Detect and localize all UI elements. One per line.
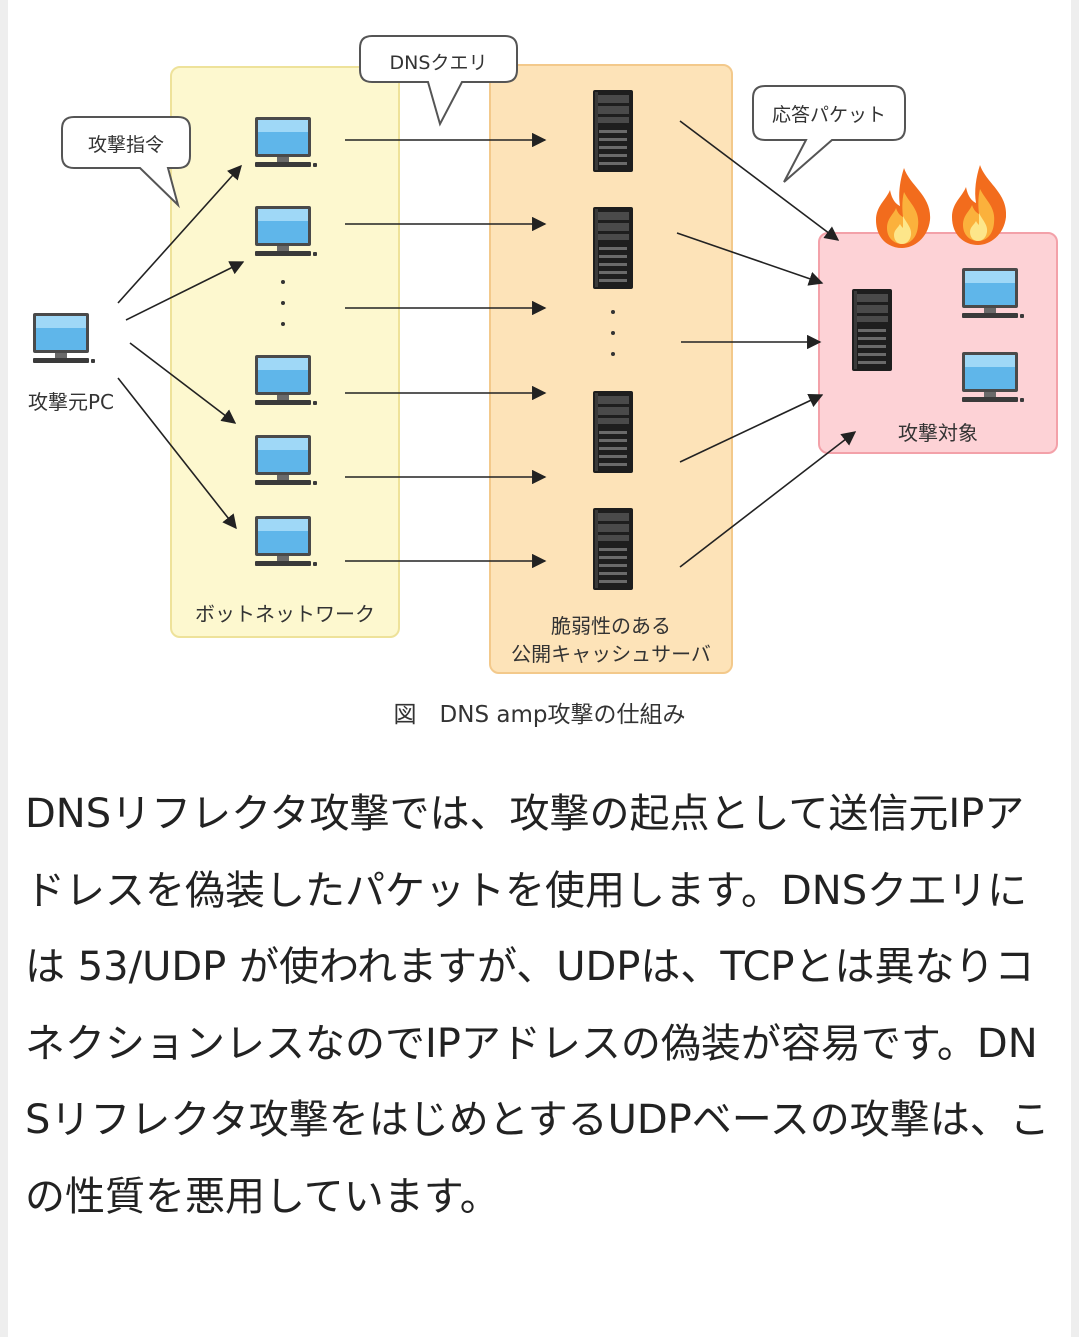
bot-pc-icon-3 — [255, 355, 317, 405]
bot-pc-icon-4 — [255, 435, 317, 485]
target-server-icon — [852, 289, 892, 371]
cache-server-icon-3 — [593, 391, 633, 473]
cache-server-label-line1: 脆弱性のある — [551, 614, 671, 638]
attacker-pc-icon — [33, 313, 95, 363]
attack-command-callout — [61, 116, 191, 209]
target-label: 攻撃対象 — [898, 421, 978, 445]
bot-pc-icon-5 — [255, 516, 317, 566]
response-arrows — [676, 120, 857, 568]
query-arrows — [345, 132, 547, 569]
dns-query-callout — [359, 35, 518, 127]
bot-pc-icon-2 — [255, 206, 317, 256]
cache-server-icon-4 — [593, 508, 633, 590]
cache-server-icon-1 — [593, 90, 633, 172]
article-paragraph: DNSリフレクタ攻撃では、攻撃の起点として送信元IPアドレスを偽装したパケットを… — [25, 791, 1050, 1220]
response-packet-callout — [752, 85, 906, 183]
cache-server-label-line2: 公開キャッシュサーバ — [511, 642, 711, 666]
target-pc-icon-2 — [962, 352, 1024, 402]
botnet-label: ボットネットワーク — [195, 602, 375, 626]
dns-amp-figure: 攻撃指令 DNSクエリ 応答パケット 攻撃元PC ボットネットワーク 脆弱性のあ… — [27, 35, 1058, 728]
flame-icon-1 — [876, 168, 931, 248]
response-packet-label: 応答パケット — [771, 104, 886, 126]
server-ellipsis-dots — [611, 310, 615, 356]
left-margin-band — [0, 0, 8, 1337]
cache-server-icon-2 — [593, 207, 633, 289]
dns-query-label: DNSクエリ — [389, 52, 488, 74]
attacker-label: 攻撃元PC — [27, 390, 115, 414]
bot-ellipsis-dots — [281, 280, 285, 326]
command-arrows — [117, 164, 245, 530]
right-margin-band — [1071, 0, 1079, 1337]
diagram-graphics — [33, 35, 1024, 590]
figure-caption: 図 DNS amp攻撃の仕組み — [393, 702, 686, 728]
target-pc-icon-1 — [962, 268, 1024, 318]
flame-icon-2 — [952, 165, 1007, 245]
bot-pc-icon-1 — [255, 117, 317, 167]
attack-command-label: 攻撃指令 — [87, 134, 164, 156]
